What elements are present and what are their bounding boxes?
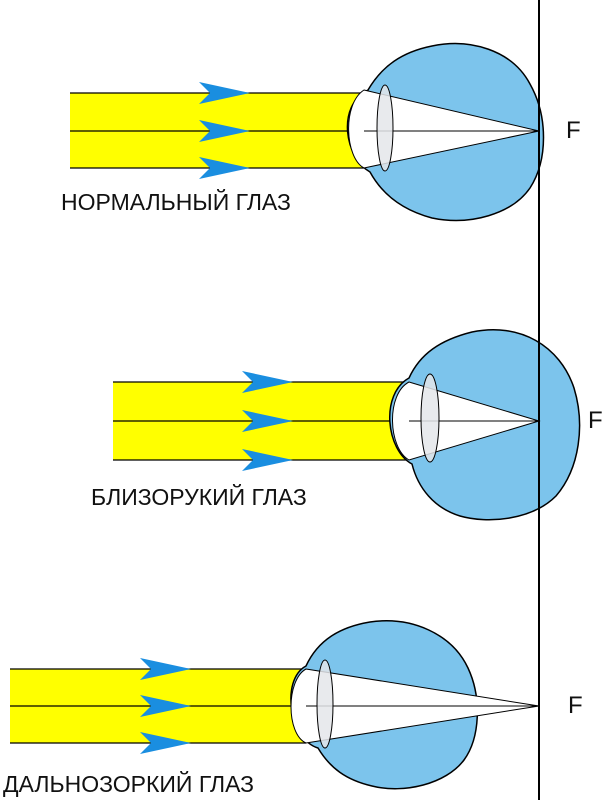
arrow-icon <box>242 449 293 471</box>
hyperopic-eye-label: ДАЛЬНОЗОРКИЙ ГЛАЗ <box>3 770 254 797</box>
hyperopic-direction-arrows <box>140 658 191 754</box>
arrow-icon <box>242 371 293 393</box>
myopic-eye-group: БЛИЗОРУКИЙ ГЛАЗ F <box>91 329 603 521</box>
hyperopic-focus-label: F <box>568 692 583 719</box>
arrow-icon <box>242 410 293 432</box>
myopic-eye-label: БЛИЗОРУКИЙ ГЛАЗ <box>91 483 307 510</box>
arrow-icon <box>140 732 191 754</box>
normal-focus-label: F <box>566 117 581 144</box>
myopic-direction-arrows <box>242 371 293 471</box>
normal-eye-interior <box>348 89 540 169</box>
hyperopic-lens <box>316 659 334 749</box>
arrow-icon <box>140 658 191 680</box>
myopic-lens <box>420 373 440 463</box>
arrow-icon <box>199 120 250 142</box>
hyperopic-eye-group: ДАЛЬНОЗОРКИЙ ГЛАЗ F <box>3 620 583 797</box>
myopic-focus-label: F <box>588 407 603 434</box>
normal-eye-label: НОРМАЛЬНЫЙ ГЛАЗ <box>61 188 291 215</box>
normal-lens <box>376 84 394 172</box>
normal-direction-arrows <box>199 82 250 179</box>
arrow-icon <box>199 157 250 179</box>
normal-eye-group: НОРМАЛЬНЫЙ ГЛАЗ F <box>61 42 581 222</box>
arrow-icon <box>199 82 250 104</box>
arrow-icon <box>140 695 191 717</box>
